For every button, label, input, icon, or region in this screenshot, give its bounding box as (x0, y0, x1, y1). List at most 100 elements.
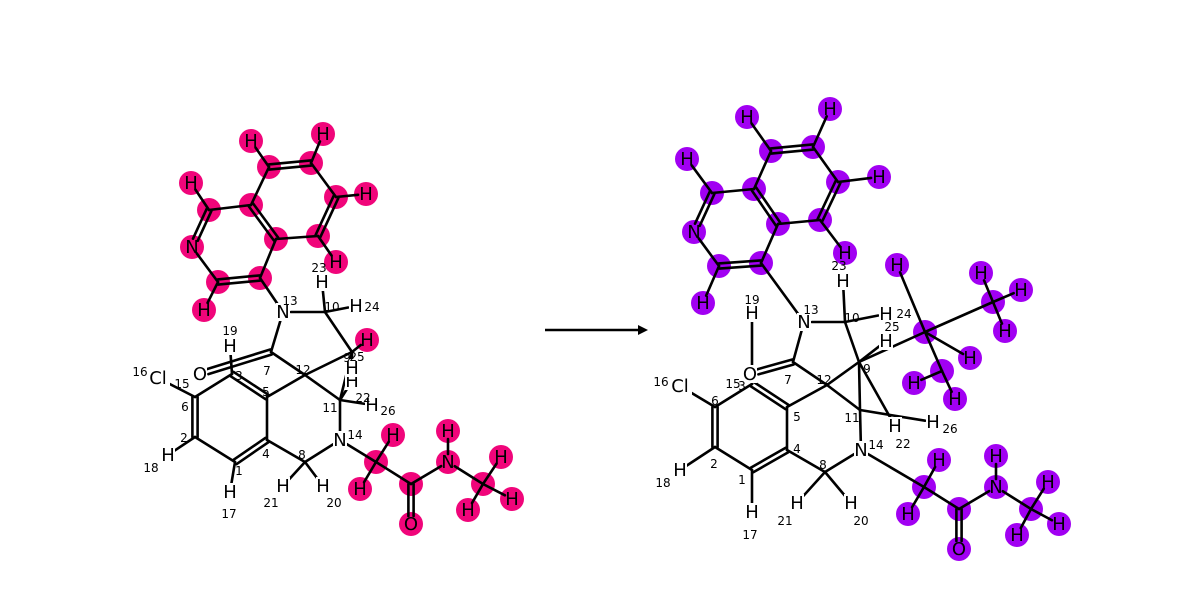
atom-index-left-1: 1 (235, 464, 243, 478)
atom-index-left-16: 16 (132, 365, 147, 379)
atom-label-left-qh1: H (197, 300, 211, 321)
atom-label-left-h18: H (161, 445, 175, 466)
bond-left-q4-q5-b (251, 202, 280, 239)
atom-label-right-cl: Cl (671, 376, 689, 397)
atom-index-right-26: 26 (942, 422, 957, 436)
bond-right-c8-h20 (823, 470, 848, 499)
bond-right-p8-p9-b (769, 148, 815, 155)
highlight-disc-left-mnh (436, 419, 460, 443)
atom-label-left-mh1: H (386, 425, 400, 446)
bond-right-p5-p6 (776, 218, 822, 226)
bond-right-s1-s2 (922, 485, 961, 511)
bond-left-q7-q8 (309, 161, 338, 199)
label-bg-left-o7 (193, 365, 207, 383)
bond-left-q2-qh1 (206, 280, 220, 305)
bond-left-c11-h26 (338, 398, 366, 406)
bond-right-p4-p5-a (750, 189, 778, 227)
atom-label-left-qN: N (185, 237, 198, 258)
bond-left-c7-o7-b (207, 353, 274, 376)
bond-left-c8-h21 (287, 460, 307, 482)
atom-index-left-13: 13 (282, 294, 297, 308)
atom-index-right-13: 13 (803, 303, 818, 317)
atom-index-left-11: 11 (322, 401, 337, 415)
bond-right-sn-s3 (1001, 489, 1033, 511)
bond-right-n13-p1 (759, 261, 801, 317)
atom-index-right-17: 17 (742, 528, 757, 542)
atom-label-left-h26: H (365, 395, 379, 416)
bond-right-e1-e2 (923, 300, 995, 334)
atom-label-left-qh5: H (359, 184, 373, 205)
bond-right-c2-h18 (685, 445, 717, 467)
bond-left-m3-m3h3 (470, 482, 485, 505)
atom-index-right-15: 15 (725, 377, 740, 391)
bond-right-e3-e3h2 (940, 369, 953, 394)
atom-index-right-8: 8 (819, 458, 827, 472)
highlight-disc-right-ph1 (691, 291, 715, 315)
bond-left-c7-o7-a (205, 348, 272, 371)
atom-label-left-qh4: H (316, 124, 330, 145)
bond-left-q8-q9-b (267, 164, 313, 171)
atom-index-right-20: 20 (853, 514, 868, 528)
bond-right-p9-ph3 (750, 122, 773, 153)
bond-right-s1-sh1 (922, 465, 937, 489)
highlight-disc-right-sn (984, 475, 1008, 499)
bond-right-e1-e1h2 (923, 330, 965, 356)
atom-label-right-snh: H (989, 446, 1003, 467)
label-bg-left-h19 (223, 337, 237, 355)
atom-label-left-mo: O (404, 514, 418, 535)
highlight-disc-right-e2h1 (969, 261, 993, 285)
highlight-disc-right-e2h2 (1009, 278, 1033, 302)
label-bg-left-h25 (345, 359, 359, 377)
bond-left-q5-q6 (274, 234, 320, 241)
bond-left-q3-qh2 (194, 188, 211, 212)
bond-left-q4-q5-a (247, 205, 276, 242)
bond-left-c1-h17 (230, 460, 237, 486)
atom-index-right-4: 4 (793, 442, 801, 456)
atom-index-right-12: 12 (816, 373, 831, 387)
label-bg-right-h21 (790, 494, 804, 512)
atom-label-right-e2h2: H (1014, 280, 1028, 301)
atom-index-left-15: 15 (174, 377, 189, 391)
atom-index-right-24: 24 (896, 307, 911, 321)
bond-left-q1-q2-b (216, 279, 262, 286)
bond-right-e1-e1h1 (898, 271, 927, 334)
bond-left-mn-m3 (453, 464, 485, 486)
bond-right-c7-n13 (791, 328, 804, 364)
label-bg-left-h26 (365, 396, 379, 414)
atom-label-right-e3h1: H (907, 373, 921, 394)
atom-label-left-cl: Cl (149, 368, 167, 389)
bond-right-s2-sn (957, 489, 991, 511)
atom-label-right-ph4: H (823, 99, 837, 120)
bond-layer (163, 115, 1054, 543)
bond-right-c12-c7 (791, 360, 829, 387)
atom-index-left-6: 6 (181, 400, 189, 414)
atom-index-right-14: 14 (868, 438, 883, 452)
bond-right-pN-p3-a (698, 192, 716, 228)
label-bg-right-n13 (797, 313, 811, 331)
bond-right-s1-sh2 (910, 485, 926, 509)
atom-label-left-mn: N (441, 452, 454, 473)
bond-left-q1-q2-a (216, 274, 262, 281)
label-bg-left-h20 (316, 477, 330, 495)
bond-right-c4-c1-a (749, 446, 788, 470)
atom-label-left-h25: H (345, 358, 359, 379)
atom-label-right-pN: N (687, 222, 700, 243)
highlight-disc-right-snh (984, 444, 1008, 468)
atom-index-left-21: 21 (263, 496, 278, 510)
bond-left-c3-c5-a (229, 374, 267, 401)
bond-right-c12-c5 (785, 383, 829, 409)
label-bg-left-h17 (223, 483, 237, 501)
bond-left-m1-mh1 (374, 440, 391, 464)
bond-left-c10-c9 (323, 310, 354, 354)
label-bg-left-h24 (349, 297, 363, 315)
atom-label-left-qh6: H (329, 252, 343, 273)
atom-label-right-so: O (952, 539, 966, 560)
bond-left-c3-h19 (229, 352, 234, 376)
atom-label-right-ph6: H (838, 243, 852, 264)
bond-left-q6-qh6 (316, 234, 333, 257)
atom-index-left-18: 18 (143, 461, 158, 475)
highlight-disc-right-so (947, 537, 971, 561)
bond-left-c6-cl (163, 380, 197, 399)
bond-right-p4-p5-b (754, 186, 782, 224)
label-bg-right-h18 (673, 461, 687, 479)
